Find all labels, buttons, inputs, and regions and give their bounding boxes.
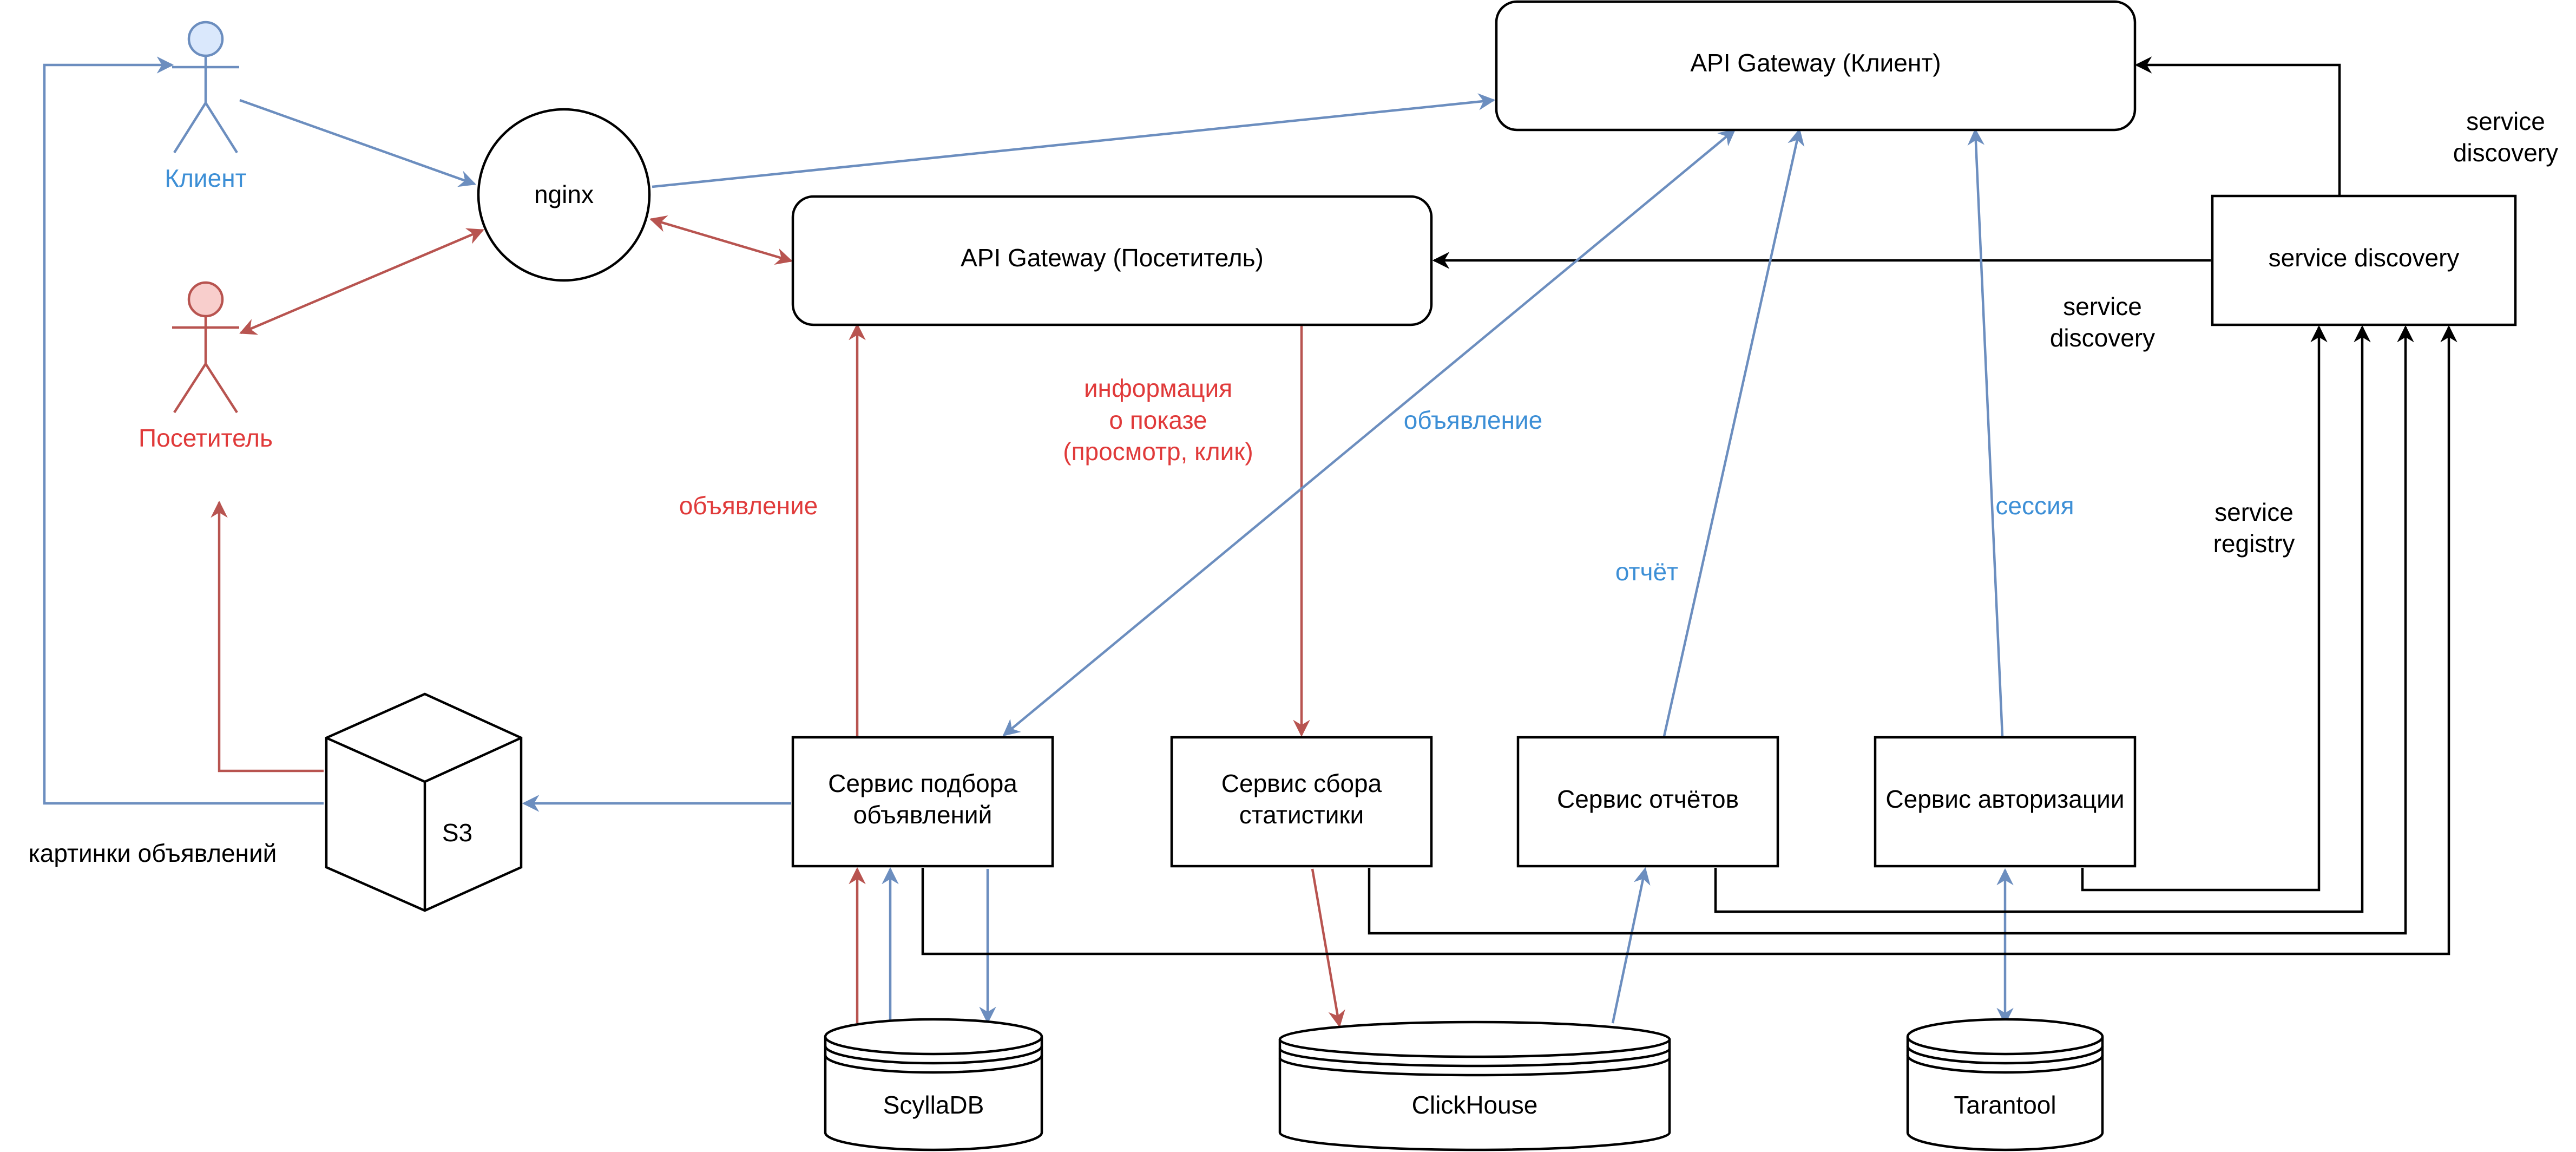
edge-clickhouse-reports bbox=[1611, 867, 1651, 1024]
api-gateway-visitor-label: API Gateway (Посетитель) bbox=[961, 244, 1264, 272]
s3-storage: S3 bbox=[325, 692, 523, 912]
edge-gateway-client-ads bbox=[1002, 128, 1736, 737]
edge-auth-sd bbox=[2081, 325, 2328, 892]
edge-nginx-gateway-visitor bbox=[649, 215, 793, 265]
visitor-actor: Посетитель bbox=[139, 281, 273, 452]
edge-reports-gateway-client bbox=[1662, 128, 1805, 737]
edge-reports-sd bbox=[1714, 325, 2371, 913]
client-actor-label: Клиент bbox=[165, 164, 246, 192]
ads-service: Сервис подбора объявлений bbox=[791, 736, 1054, 868]
edge-auth-gateway-client bbox=[1967, 128, 2004, 737]
sd-top-line-2: discovery bbox=[2453, 139, 2558, 167]
sd-mid-line-2: discovery bbox=[2050, 324, 2155, 352]
scylladb-database: ScyllaDB bbox=[824, 1018, 1043, 1151]
auth-service: Сервис авторизации bbox=[1874, 736, 2137, 868]
edge-label-registry: service registry bbox=[2213, 498, 2295, 558]
scylladb-label: ScyllaDB bbox=[883, 1091, 984, 1119]
api-gateway-visitor: API Gateway (Посетитель) bbox=[791, 195, 1433, 326]
edge-label-ad-images: картинки объявлений bbox=[29, 839, 277, 867]
ads-service-label-1: Сервис подбора bbox=[828, 769, 1017, 797]
edge-s3-visitor bbox=[211, 500, 324, 773]
edge-label-sd-top: service discovery bbox=[2453, 107, 2558, 167]
edge-label-ad-visitor: объявление bbox=[679, 492, 818, 520]
client-actor: Клиент bbox=[165, 21, 247, 192]
s3-label: S3 bbox=[442, 819, 472, 847]
edge-stats-sd bbox=[1368, 325, 2414, 935]
sd-mid-line-1: service bbox=[2063, 292, 2142, 320]
tarantool-database: Tarantool bbox=[1906, 1018, 2104, 1151]
impression-info-line-1: информация bbox=[1084, 374, 1232, 402]
stats-service-label-1: Сервис сбора bbox=[1221, 769, 1382, 797]
edge-ads-sd bbox=[921, 325, 2457, 955]
impression-info-line-3: (просмотр, клик) bbox=[1063, 437, 1253, 466]
sd-top-line-1: service bbox=[2466, 107, 2545, 135]
edge-s3-client bbox=[43, 56, 324, 805]
reports-service: Сервис отчётов bbox=[1516, 736, 1779, 868]
tarantool-label: Tarantool bbox=[1954, 1091, 2056, 1119]
clickhouse-database: ClickHouse bbox=[1278, 1020, 1671, 1151]
edge-label-report: отчёт bbox=[1615, 558, 1678, 586]
impression-info-line-2: о показе bbox=[1109, 406, 1207, 434]
edge-nginx-gateway-client bbox=[652, 93, 1496, 188]
service-discovery-label: service discovery bbox=[2269, 244, 2460, 272]
ads-service-label-2: объявлений bbox=[853, 801, 993, 829]
api-gateway-client: API Gateway (Клиент) bbox=[1495, 0, 2137, 132]
edge-label-ad-client: объявление bbox=[1404, 406, 1543, 434]
registry-line-1: service bbox=[2214, 498, 2294, 526]
edge-sd-gateway-client bbox=[2134, 56, 2341, 195]
auth-service-label: Сервис авторизации bbox=[1885, 785, 2124, 813]
stats-service-label-2: статистики bbox=[1239, 801, 1364, 829]
visitor-actor-label: Посетитель bbox=[139, 424, 273, 452]
reports-service-label: Сервис отчётов bbox=[1557, 785, 1739, 813]
api-gateway-client-label: API Gateway (Клиент) bbox=[1690, 49, 1941, 77]
stats-service: Сервис сбора статистики bbox=[1170, 736, 1433, 868]
edge-stats-clickhouse bbox=[1311, 868, 1345, 1028]
nginx-label: nginx bbox=[534, 180, 594, 208]
edge-nginx-visitor bbox=[239, 228, 484, 335]
edge-client-nginx bbox=[239, 99, 476, 187]
edge-label-session: сессия bbox=[1995, 492, 2074, 520]
nginx-node: nginx bbox=[477, 108, 651, 282]
service-discovery-node: service discovery bbox=[2211, 194, 2517, 326]
clickhouse-label: ClickHouse bbox=[1412, 1091, 1538, 1119]
edge-label-sd-mid: service discovery bbox=[2050, 292, 2155, 352]
edge-label-impression-info: информация о показе (просмотр, клик) bbox=[1063, 374, 1253, 466]
registry-line-2: registry bbox=[2213, 529, 2295, 558]
